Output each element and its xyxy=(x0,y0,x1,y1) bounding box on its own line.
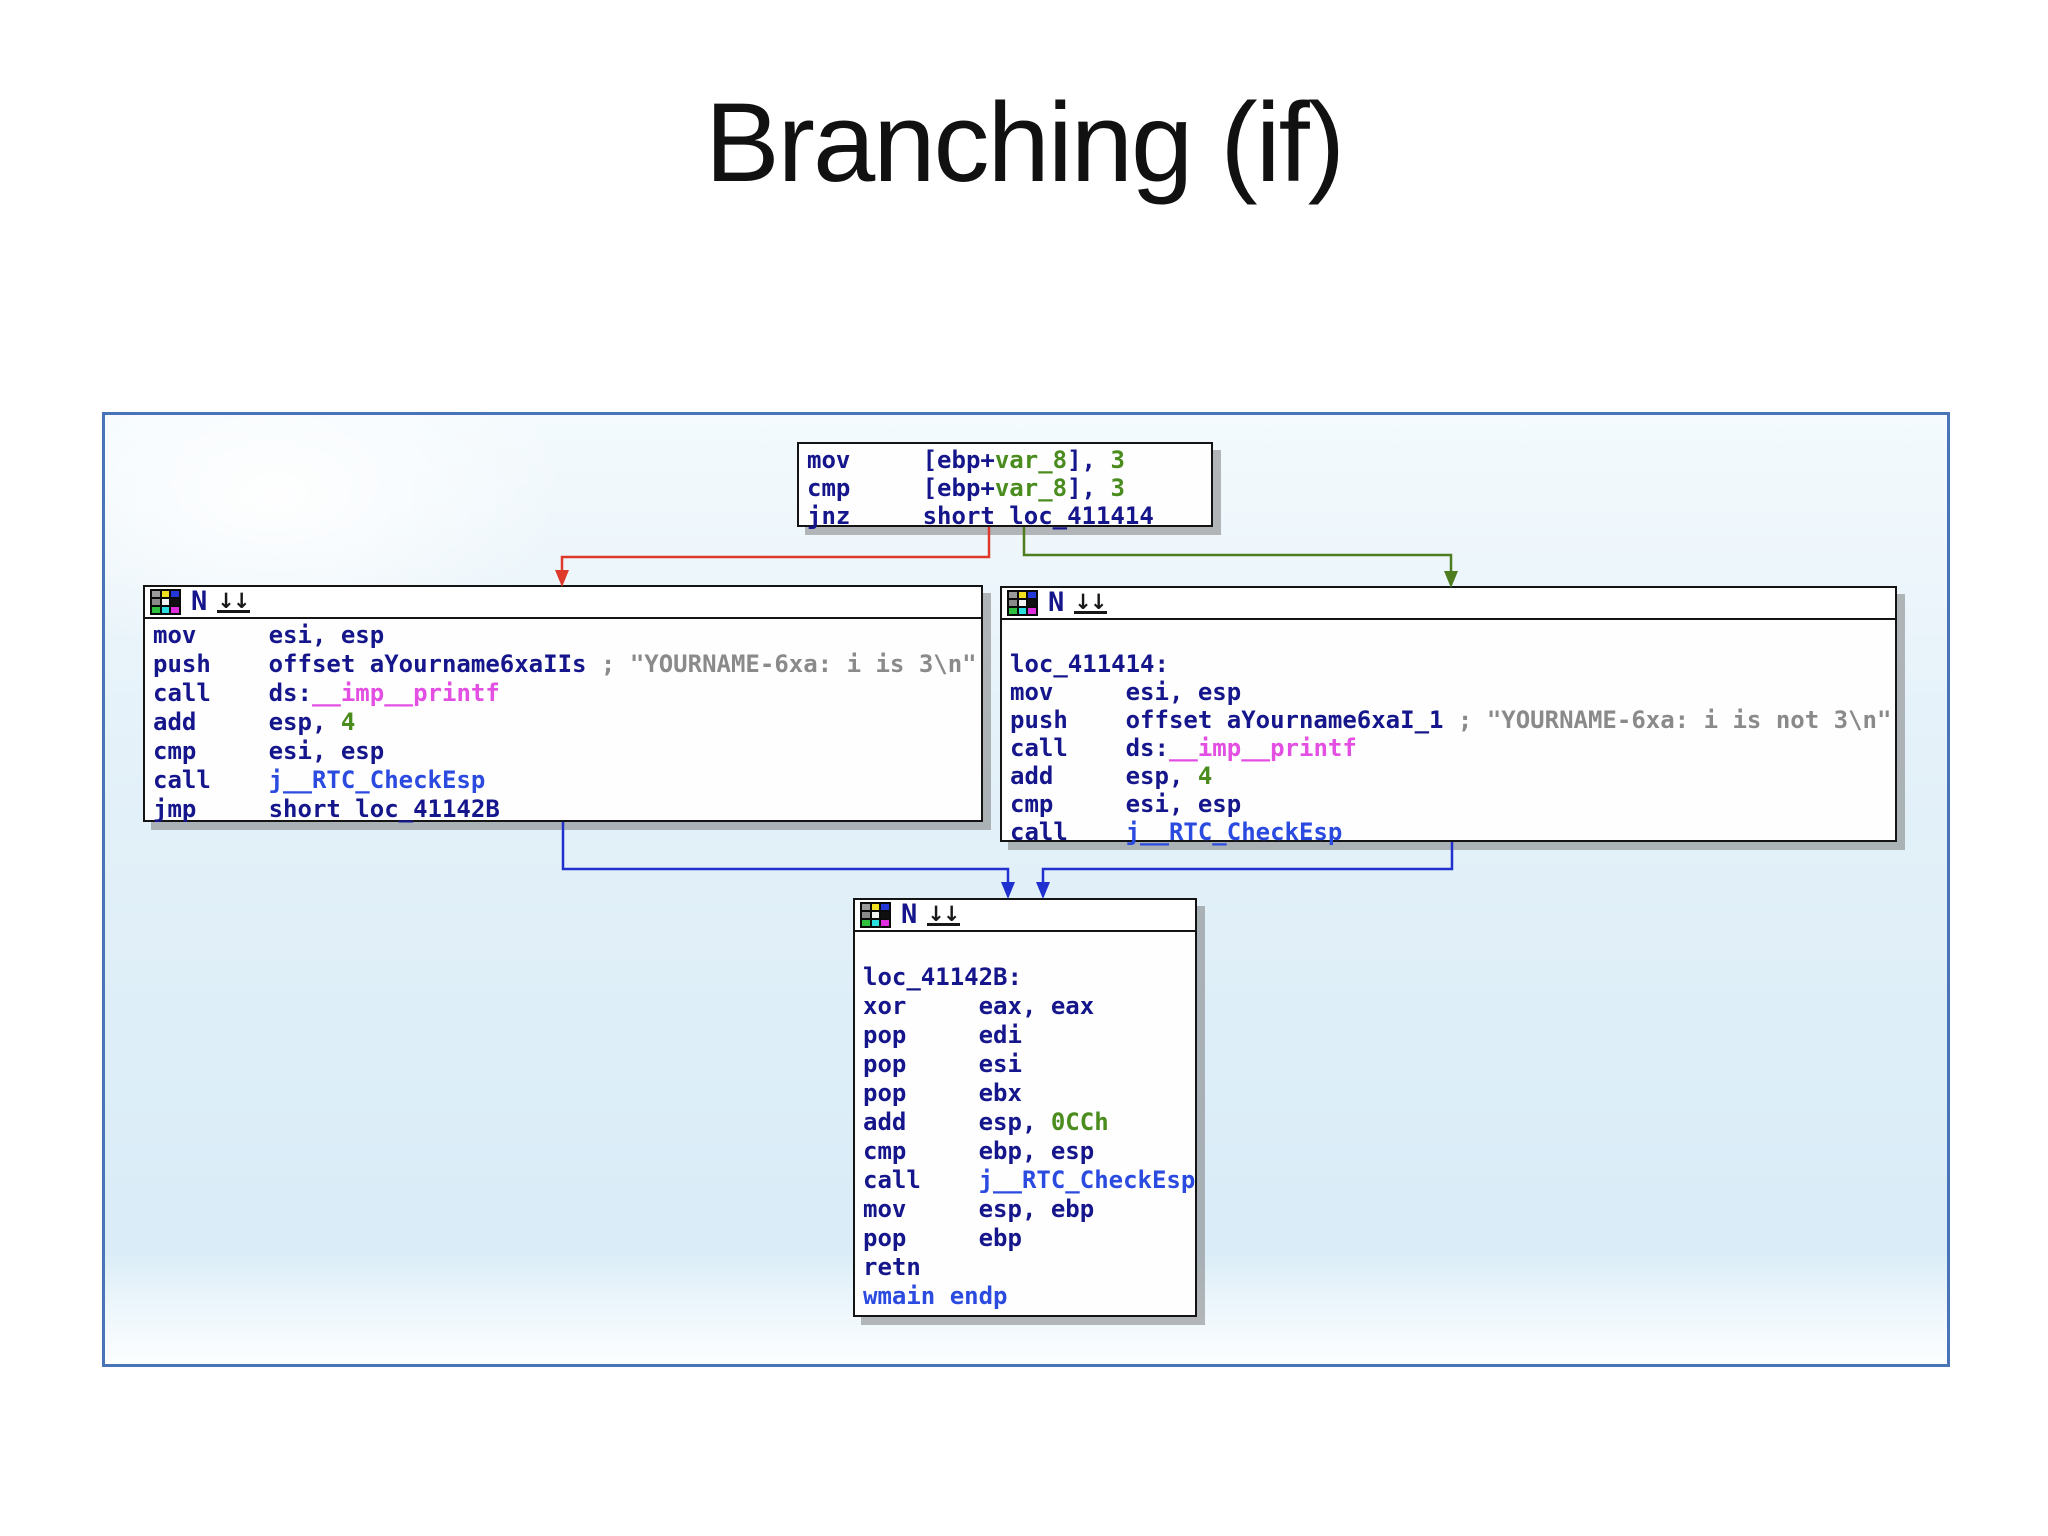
asm-line: call j__RTC_CheckEsp xyxy=(863,1166,1196,1194)
block-color-grid-icon xyxy=(1007,590,1038,616)
collapse-node-icon: ↓↓ xyxy=(1074,589,1107,614)
asm-line: pop esi xyxy=(863,1050,1022,1078)
asm-line: call ds:__imp__printf xyxy=(1010,734,1357,762)
asm-line: mov [ebp+var_8], 3 xyxy=(807,446,1125,474)
asm-line xyxy=(863,934,1195,963)
asm-line: pop edi xyxy=(863,1021,1022,1049)
asm-line: pop ebp xyxy=(863,1224,1022,1252)
slide-title: Branching (if) xyxy=(704,80,1345,205)
node-letter: N xyxy=(901,899,918,930)
asm-line: retn xyxy=(863,1253,921,1281)
asm-line: call j__RTC_CheckEsp xyxy=(1010,818,1343,846)
asm-line: add esp, 0CCh xyxy=(863,1108,1109,1136)
asm-line: push offset aYourname6xaI_1 ; "YOURNAME-… xyxy=(1010,706,1892,734)
block-color-grid-icon xyxy=(860,902,891,928)
asm-line: mov esi, esp xyxy=(153,621,385,649)
asm-line: cmp esi, esp xyxy=(153,737,385,765)
asm-line: cmp ebp, esp xyxy=(863,1137,1095,1165)
asm-line: loc_411414: xyxy=(1010,650,1169,678)
collapse-node-icon: ↓↓ xyxy=(927,901,960,926)
asm-line: loc_41142B: xyxy=(863,963,1022,991)
asm-line: cmp esi, esp xyxy=(1010,790,1242,818)
block-header: N ↓↓ xyxy=(855,900,1195,932)
asm-line: add esp, 4 xyxy=(1010,762,1213,790)
node-letter: N xyxy=(191,586,208,617)
asm-line: mov esp, ebp xyxy=(863,1195,1095,1223)
block-header: N ↓↓ xyxy=(1002,588,1895,620)
asm-line: cmp [ebp+var_8], 3 xyxy=(807,474,1125,502)
asm-line: call j__RTC_CheckEsp xyxy=(153,766,486,794)
asm-line: wmain endp xyxy=(863,1282,1008,1310)
asm-line: xor eax, eax xyxy=(863,992,1095,1020)
node-letter: N xyxy=(1048,587,1065,618)
asm-line: jmp short loc_41142B xyxy=(153,795,500,823)
asm-line: call ds:__imp__printf xyxy=(153,679,500,707)
asm-line: jnz short loc_411414 xyxy=(807,502,1154,530)
block-color-grid-icon xyxy=(150,589,181,615)
asm-line: pop ebx xyxy=(863,1079,1022,1107)
asm-line: mov esi, esp xyxy=(1010,678,1242,706)
collapse-node-icon: ↓↓ xyxy=(217,588,250,613)
asm-line xyxy=(1010,622,1895,650)
asm-line: push offset aYourname6xaIIs ; "YOURNAME-… xyxy=(153,650,977,678)
asm-line: add esp, 4 xyxy=(153,708,356,736)
block-header: N ↓↓ xyxy=(145,587,981,619)
